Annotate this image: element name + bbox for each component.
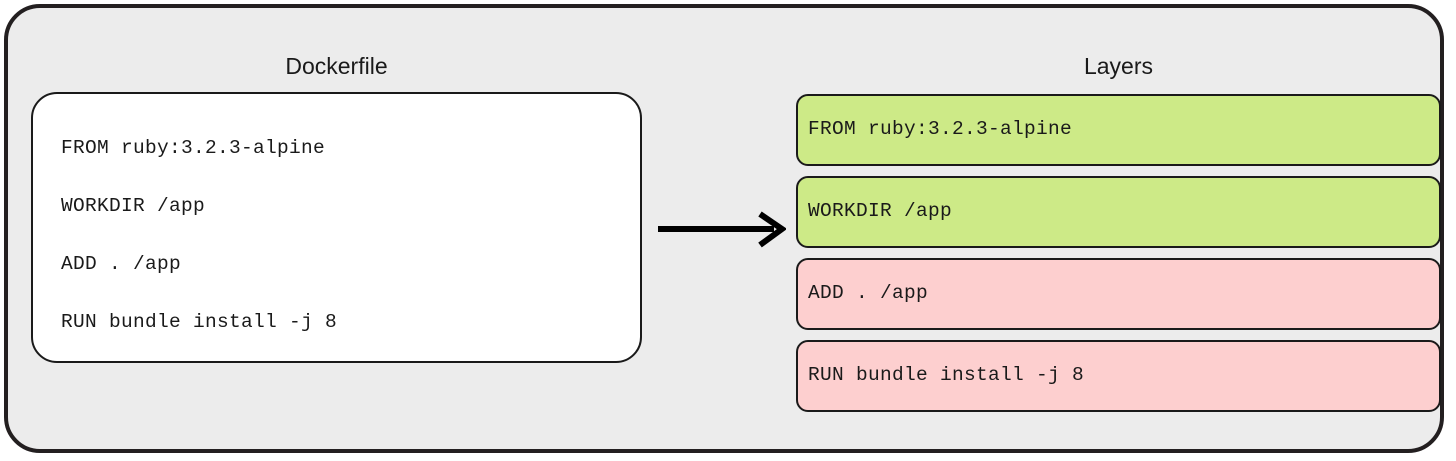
arrow-right-icon [656, 208, 786, 250]
layer-item-label: RUN bundle install -j 8 [808, 364, 1085, 387]
layers-column-title: Layers [1083, 53, 1154, 79]
dockerfile-card: FROM ruby:3.2.3-alpine WORKDIR /app ADD … [31, 92, 642, 363]
layer-item: FROM ruby:3.2.3-alpine [796, 94, 1441, 166]
layer-item-label: FROM ruby:3.2.3-alpine [808, 118, 1073, 141]
layer-item-label: ADD . /app [808, 282, 929, 305]
dockerfile-line: RUN bundle install -j 8 [61, 311, 338, 334]
outer-panel: Dockerfile Layers FROM ruby:3.2.3-alpine… [4, 4, 1444, 453]
dockerfile-column-title: Dockerfile [285, 53, 388, 79]
dockerfile-line: ADD . /app [61, 253, 182, 276]
layer-item-label: WORKDIR /app [808, 200, 953, 223]
dockerfile-line: WORKDIR /app [61, 195, 206, 218]
layer-item: WORKDIR /app [796, 176, 1441, 248]
dockerfile-line: FROM ruby:3.2.3-alpine [61, 137, 326, 160]
layer-item: RUN bundle install -j 8 [796, 340, 1441, 412]
layer-item: ADD . /app [796, 258, 1441, 330]
layers-column: FROM ruby:3.2.3-alpine WORKDIR /app ADD … [796, 94, 1441, 422]
